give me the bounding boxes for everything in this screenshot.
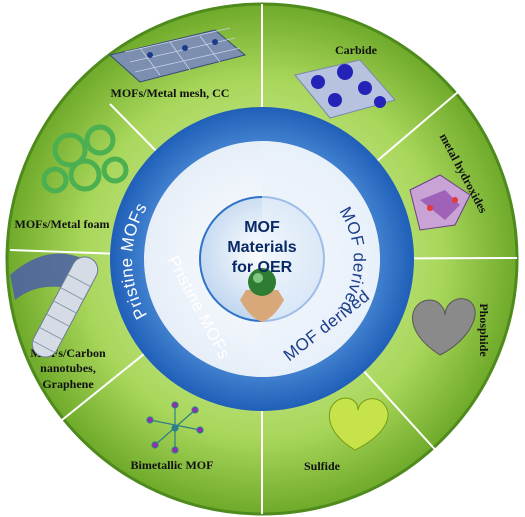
segment-label-carbon-2: nanotubes, xyxy=(40,361,96,375)
mesh-mof-illustration xyxy=(108,27,247,83)
sulfide-heart-illustration xyxy=(328,397,389,451)
segment-label-phosphide: Phosphide xyxy=(477,303,491,357)
carbide-sphere-illustration xyxy=(294,59,396,119)
phosphide-heart-illustration xyxy=(412,298,476,356)
nanotube-graphene-illustration xyxy=(10,253,99,358)
hydroxide-octahedra-illustration xyxy=(409,174,471,231)
center-title-line3: for OER xyxy=(232,259,293,276)
center-title-line2: Materials xyxy=(227,239,296,256)
segment-label-sulfide: Sulfide xyxy=(304,459,341,473)
segment-label-bimetallic: Bimetallic MOF xyxy=(131,458,214,472)
center-title-line1: MOF xyxy=(244,219,280,236)
foam-mof-illustration xyxy=(41,124,129,194)
segment-label-carbon-3: Graphene xyxy=(42,377,94,391)
hand-globe-icon xyxy=(240,268,284,322)
segment-label-mesh: MOFs/Metal mesh, CC xyxy=(111,86,230,100)
segment-label-carbide: Carbide xyxy=(335,43,378,57)
bimetallic-mof-illustration xyxy=(146,401,204,454)
segment-label-foam: MOFs/Metal foam xyxy=(15,217,110,231)
